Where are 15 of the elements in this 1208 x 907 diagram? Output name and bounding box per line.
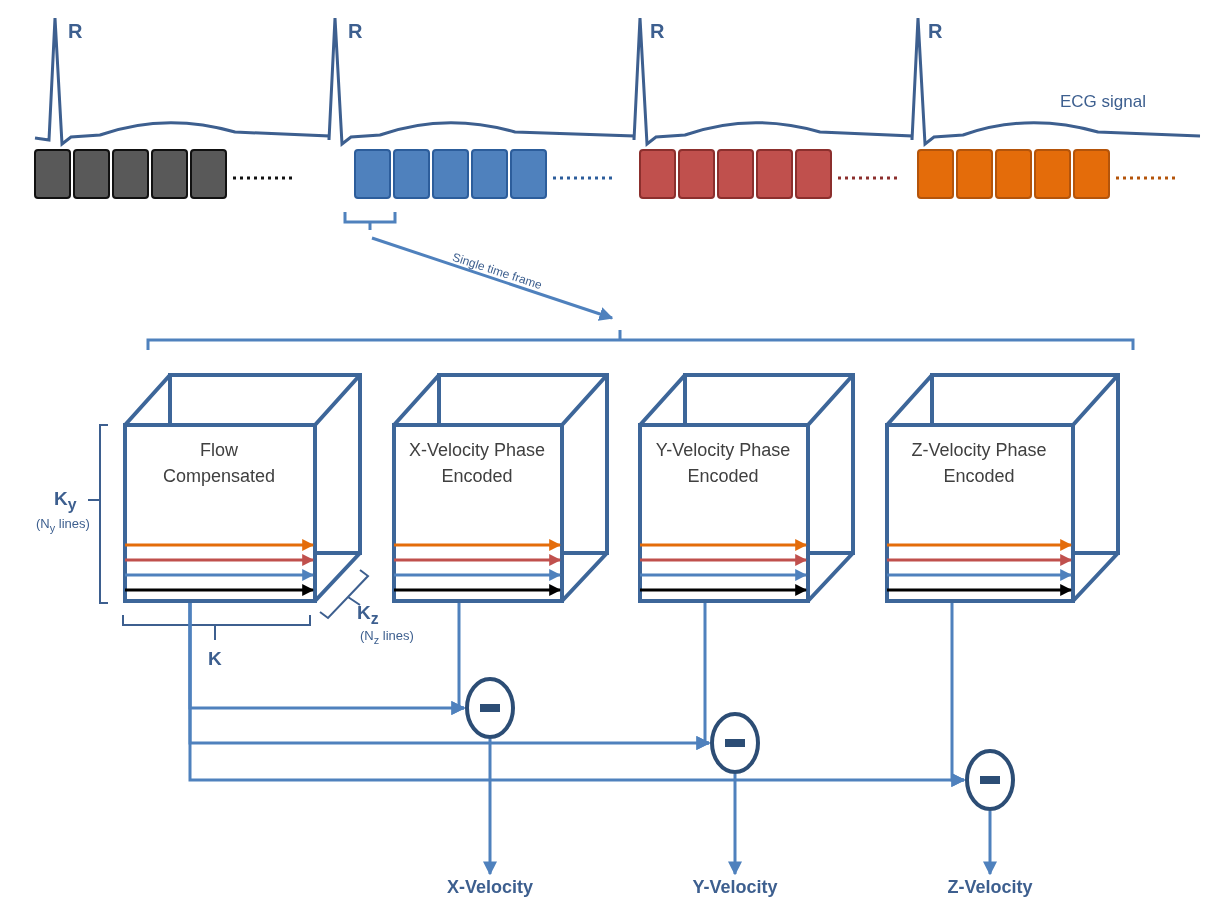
cube-label: Flow Compensated bbox=[161, 439, 277, 488]
cube-label: Z-Velocity Phase Encoded bbox=[910, 439, 1048, 488]
text-label: K$_{y}$ bbox=[54, 488, 77, 514]
text-label: R bbox=[68, 20, 83, 43]
text-label: (N$_{z}$ lines) bbox=[360, 628, 414, 646]
text-label: (N$_{y}$ lines) bbox=[36, 516, 90, 534]
text-label: R bbox=[348, 20, 363, 43]
text-label: ECG signal bbox=[1060, 92, 1146, 112]
text-label: Single time frame bbox=[450, 250, 544, 293]
cube-label: Y-Velocity Phase Encoded bbox=[654, 439, 792, 488]
text-label: K bbox=[208, 648, 222, 670]
cube-label: X-Velocity Phase Encoded bbox=[407, 439, 547, 488]
text-label: R bbox=[650, 20, 665, 43]
text-label: K$_{z}$ bbox=[357, 602, 379, 628]
text-label: R bbox=[928, 20, 943, 43]
